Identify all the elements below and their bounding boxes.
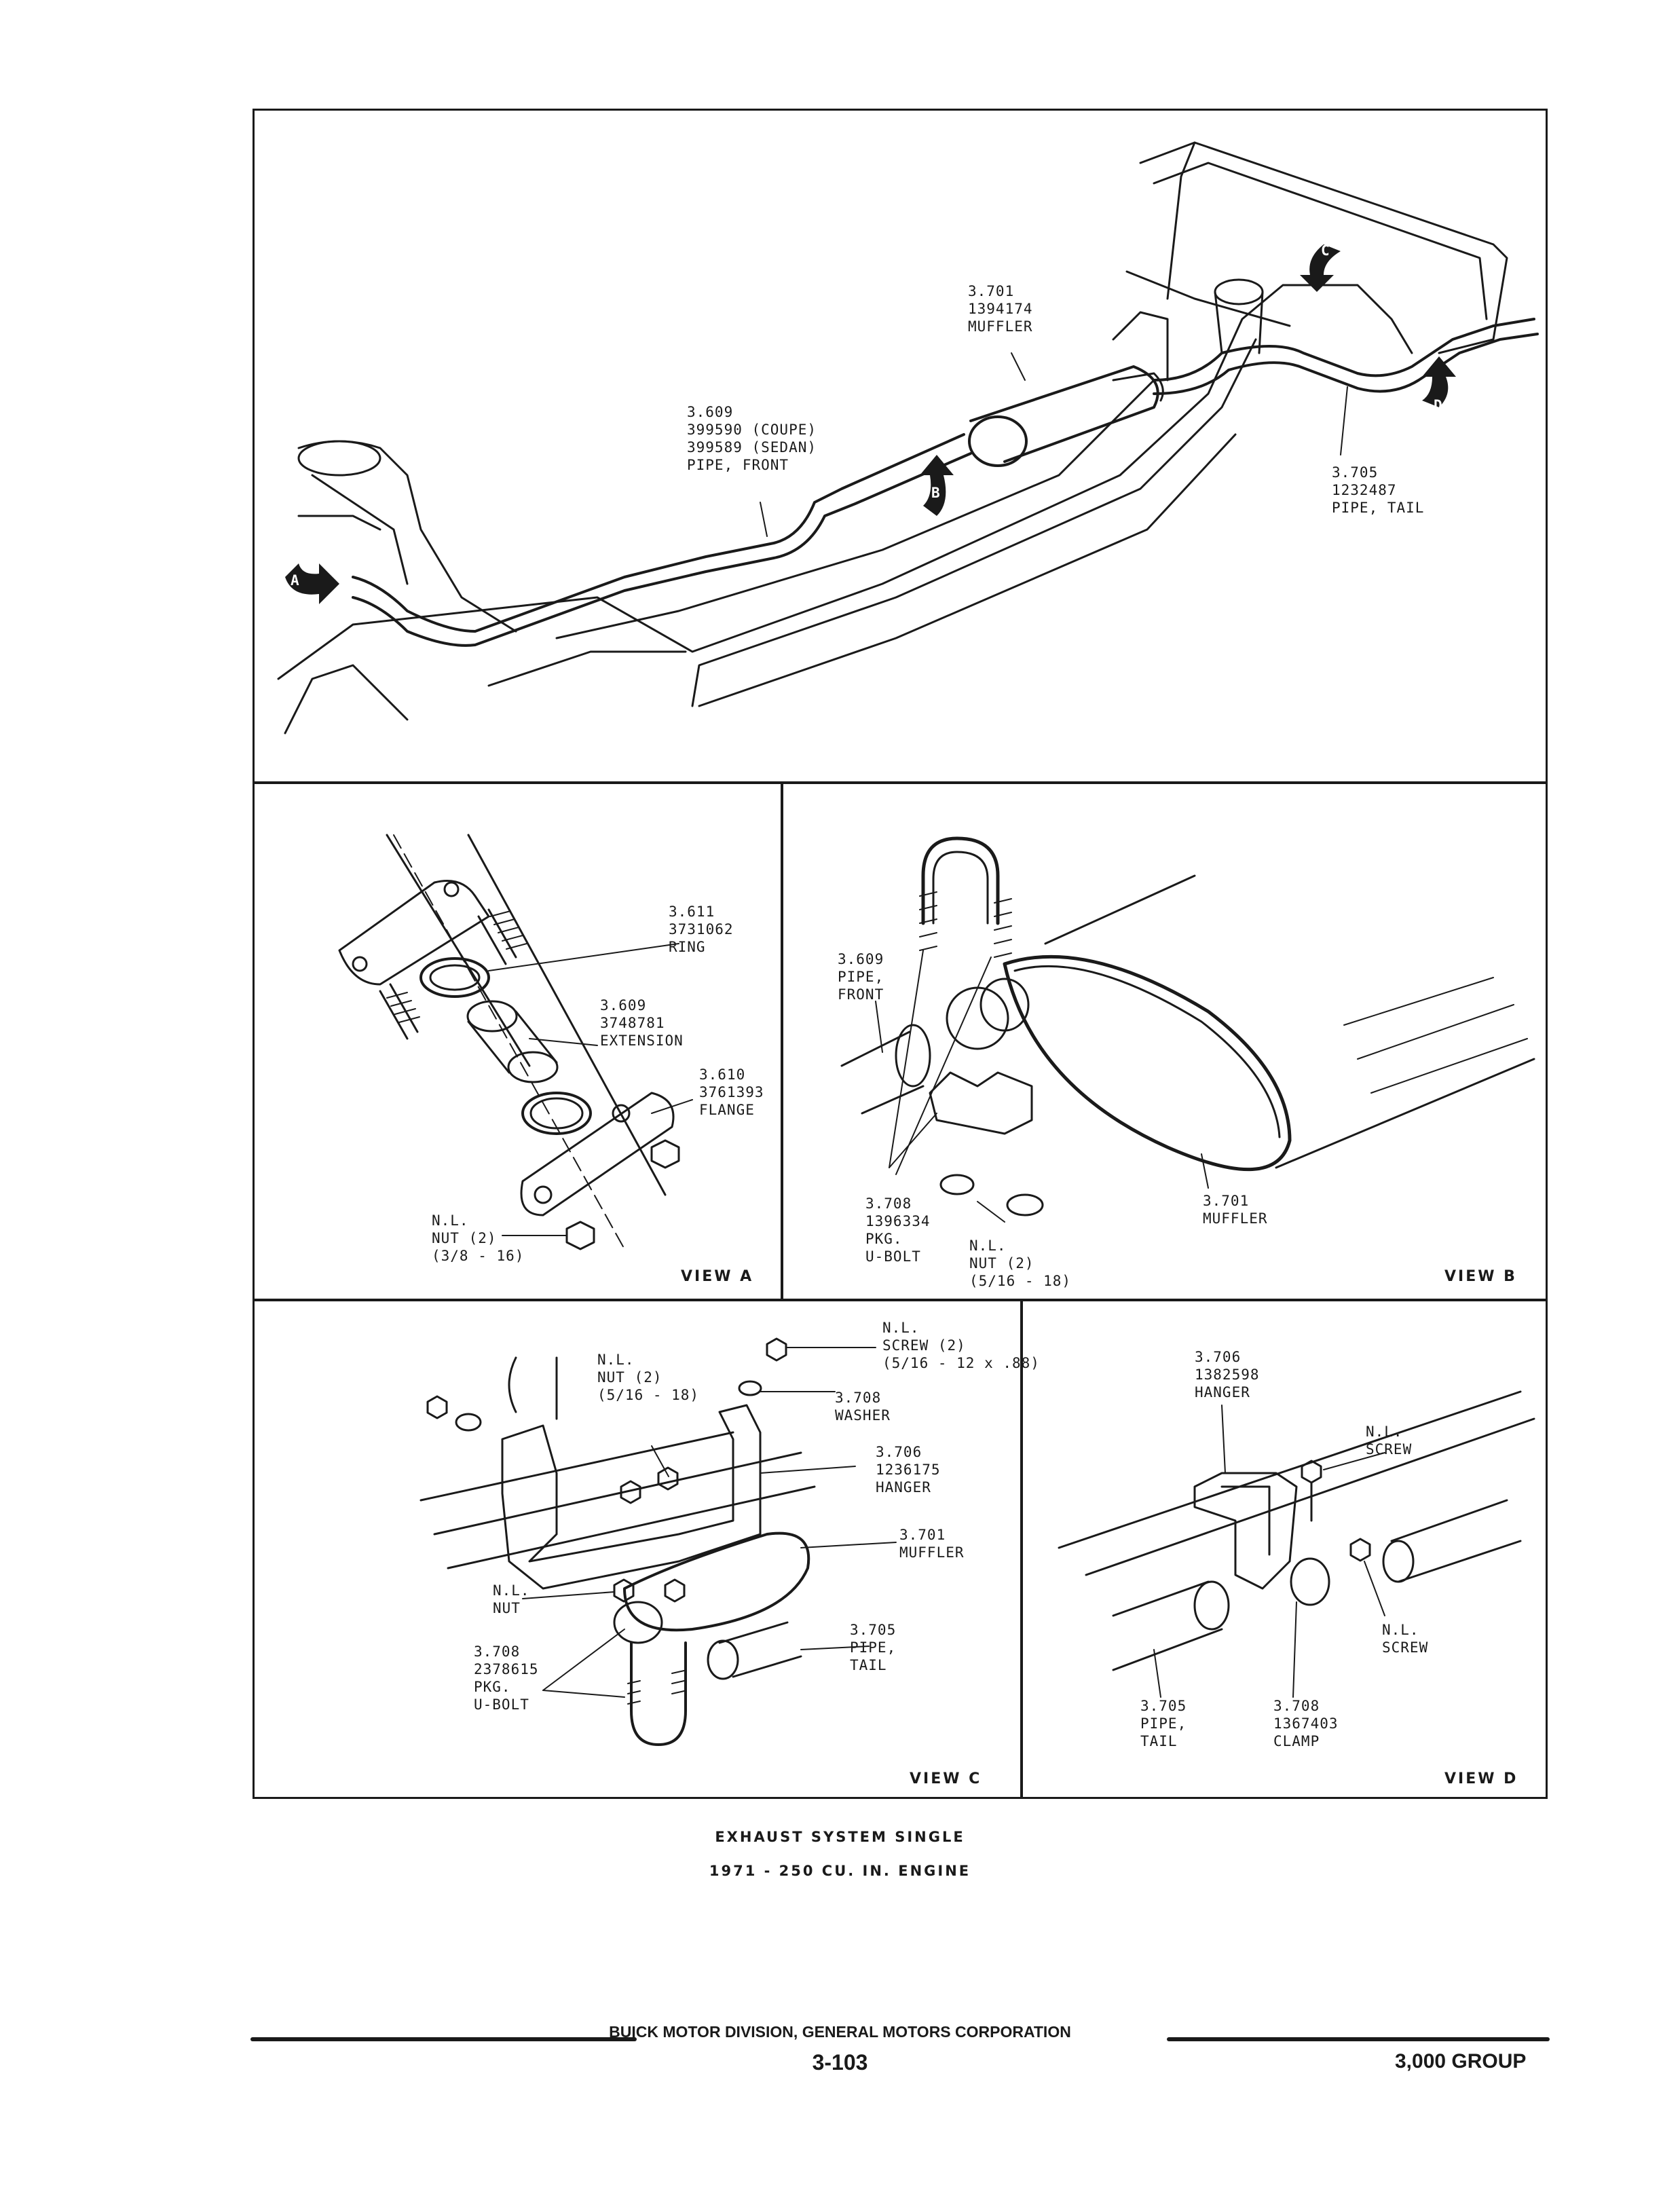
view-a-title: VIEW A <box>681 1268 754 1285</box>
view-b-title: VIEW B <box>1444 1268 1517 1285</box>
view-d-screw-right-label: N.L.SCREW <box>1382 1622 1429 1656</box>
callout-a: A <box>291 572 300 589</box>
view-b-nut-label: N.L.NUT (2)(5/16 - 18) <box>969 1238 1072 1289</box>
callout-b: B <box>931 485 941 501</box>
caption-title: EXHAUST SYSTEM SINGLE <box>715 1829 965 1845</box>
view-a-drawing <box>338 834 693 1250</box>
footer-division: BUICK MOTOR DIVISION, GENERAL MOTORS COR… <box>609 2023 1071 2041</box>
view-d-drawing <box>1058 1390 1535 1698</box>
view-a-nut-label: N.L.NUT (2)(3/8 - 16) <box>432 1212 525 1264</box>
view-c-title: VIEW C <box>910 1770 982 1787</box>
view-d-screw-top-label: N.L.SCREW <box>1366 1424 1413 1457</box>
callout-c: C <box>1321 242 1330 259</box>
main-view-drawing <box>277 141 1539 735</box>
callout-d: D <box>1434 397 1443 413</box>
view-c-nut-label: N.L.NUT <box>493 1582 530 1616</box>
view-b-drawing <box>840 836 1535 1223</box>
caption-subtitle: 1971 - 250 CU. IN. ENGINE <box>709 1863 971 1879</box>
diagram-frame <box>253 109 1548 1799</box>
footer-group: 3,000 GROUP <box>1395 2050 1527 2073</box>
view-c-drawing <box>419 1337 897 1746</box>
footer-page-number: 3-103 <box>812 2050 868 2075</box>
view-c-screw-label: N.L.SCREW (2)(5/16 - 12 x .88) <box>882 1320 1040 1371</box>
view-c-nut2-label: N.L.NUT (2)(5/16 - 18) <box>597 1352 700 1403</box>
view-d-title: VIEW D <box>1444 1770 1518 1787</box>
